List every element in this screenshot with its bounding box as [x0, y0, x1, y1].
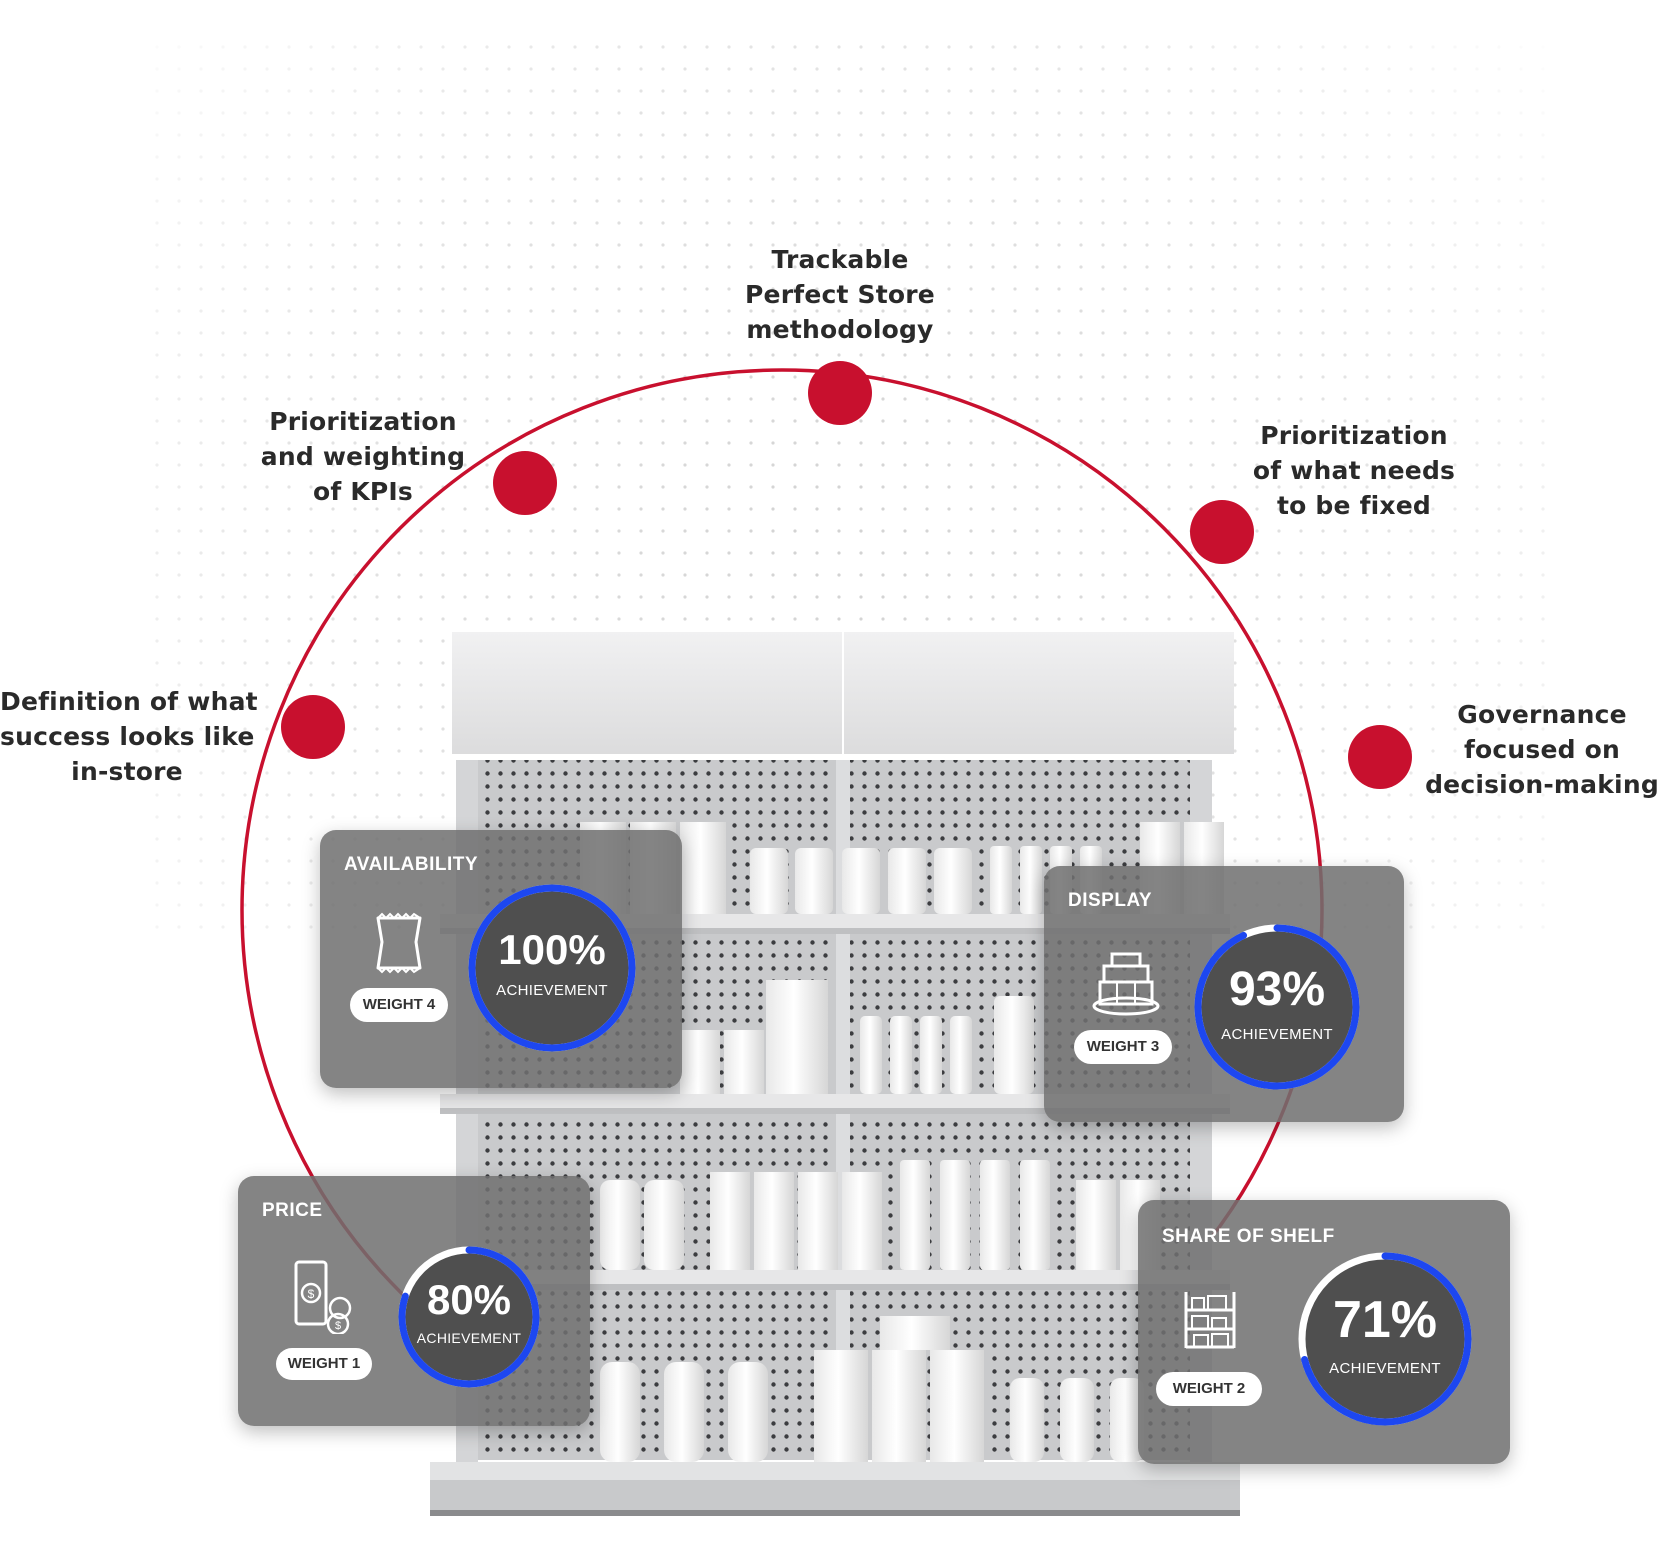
pillar-label-definition: Definition of what success looks like in… [0, 684, 258, 789]
achievement-label: ACHIEVEMENT [496, 982, 608, 999]
svg-text:$: $ [308, 1287, 315, 1301]
achievement-label: ACHIEVEMENT [1329, 1360, 1441, 1377]
pillar-line: success looks like [0, 722, 255, 751]
achievement-ring: 100% ACHIEVEMENT [466, 882, 638, 1054]
kpi-title: SHARE OF SHELF [1162, 1226, 1335, 1247]
milestone-dots [281, 361, 1412, 789]
pillar-line: to be fixed [1276, 491, 1431, 520]
pillar-label-governance: Governance focused on decision-making [1416, 697, 1668, 802]
achievement-ring-graphic [1194, 924, 1360, 1090]
kpi-title: DISPLAY [1068, 890, 1153, 911]
pillar-line: Governance [1457, 700, 1627, 729]
kpi-card-price[interactable]: PRICE $ $ WEIGHT 1 80% ACHIEVEMENT [238, 1176, 590, 1426]
kpi-title: AVAILABILITY [344, 854, 479, 875]
pillar-line: of KPIs [312, 477, 414, 506]
achievement-ring: 93% ACHIEVEMENT [1192, 922, 1362, 1092]
pillar-line: of what needs [1252, 456, 1456, 485]
achievement-ring: 71% ACHIEVEMENT [1296, 1250, 1474, 1428]
achievement-percent: 93% [1228, 963, 1326, 1016]
achievement-percent: 71% [1332, 1291, 1438, 1349]
pillar-line: decision-making [1425, 770, 1659, 799]
shelf-rack-icon [1184, 1292, 1236, 1349]
achievement-label: ACHIEVEMENT [1221, 1026, 1333, 1043]
pillar-line: Prioritization [269, 407, 457, 436]
kpi-card-display[interactable]: DISPLAY WEIGHT 3 93% ACHIEVEMENT [1044, 866, 1404, 1122]
pillar-line: and weighting [260, 442, 466, 471]
milestone-dot-2[interactable] [493, 451, 557, 515]
pillar-label-prioritization-kpis: Prioritization and weighting of KPIs [252, 404, 474, 509]
kpi-card-availability[interactable]: AVAILABILITY WEIGHT 4 100% ACHIEVEMENT [320, 830, 682, 1088]
weight-badge: WEIGHT 4 [350, 988, 448, 1022]
kpi-card-share-of-shelf[interactable]: SHARE OF SHELF WEIGHT 2 71% ACHIEVEMENT [1138, 1200, 1510, 1464]
pillar-line: in-store [71, 757, 183, 786]
achievement-label: ACHIEVEMENT [416, 1330, 522, 1346]
achievement-percent: 80% [426, 1276, 512, 1323]
achievement-percent: 100% [498, 926, 606, 973]
pillar-line: focused on [1463, 735, 1621, 764]
milestone-dot-5[interactable] [1348, 725, 1412, 789]
money-coins-icon: $ $ [294, 1260, 352, 1334]
pillar-line: Perfect Store [745, 280, 935, 309]
pillar-line: Trackable [771, 245, 909, 274]
weight-badge: WEIGHT 3 [1074, 1030, 1172, 1064]
pillar-line: Definition of what [0, 687, 258, 716]
pillar-label-trackable: Trackable Perfect Store methodology [735, 242, 945, 347]
weight-badge: WEIGHT 2 [1156, 1372, 1262, 1406]
milestone-dot-1[interactable] [281, 695, 345, 759]
achievement-ring-graphic [398, 1246, 540, 1388]
product-display-icon [1092, 952, 1160, 1016]
svg-text:$: $ [335, 1320, 341, 1332]
milestone-dot-4[interactable] [1190, 500, 1254, 564]
snack-bag-icon [376, 912, 422, 974]
achievement-ring-graphic [1298, 1252, 1472, 1426]
pillar-line: Prioritization [1260, 421, 1448, 450]
pillar-label-prioritization-fix: Prioritization of what needs to be fixed [1244, 418, 1464, 523]
weight-badge: WEIGHT 1 [276, 1348, 372, 1380]
achievement-ring-graphic [468, 884, 636, 1052]
milestone-dot-3[interactable] [808, 361, 872, 425]
pillar-line: methodology [746, 315, 934, 344]
achievement-ring: 80% ACHIEVEMENT [396, 1244, 542, 1390]
kpi-title: PRICE [262, 1200, 323, 1221]
